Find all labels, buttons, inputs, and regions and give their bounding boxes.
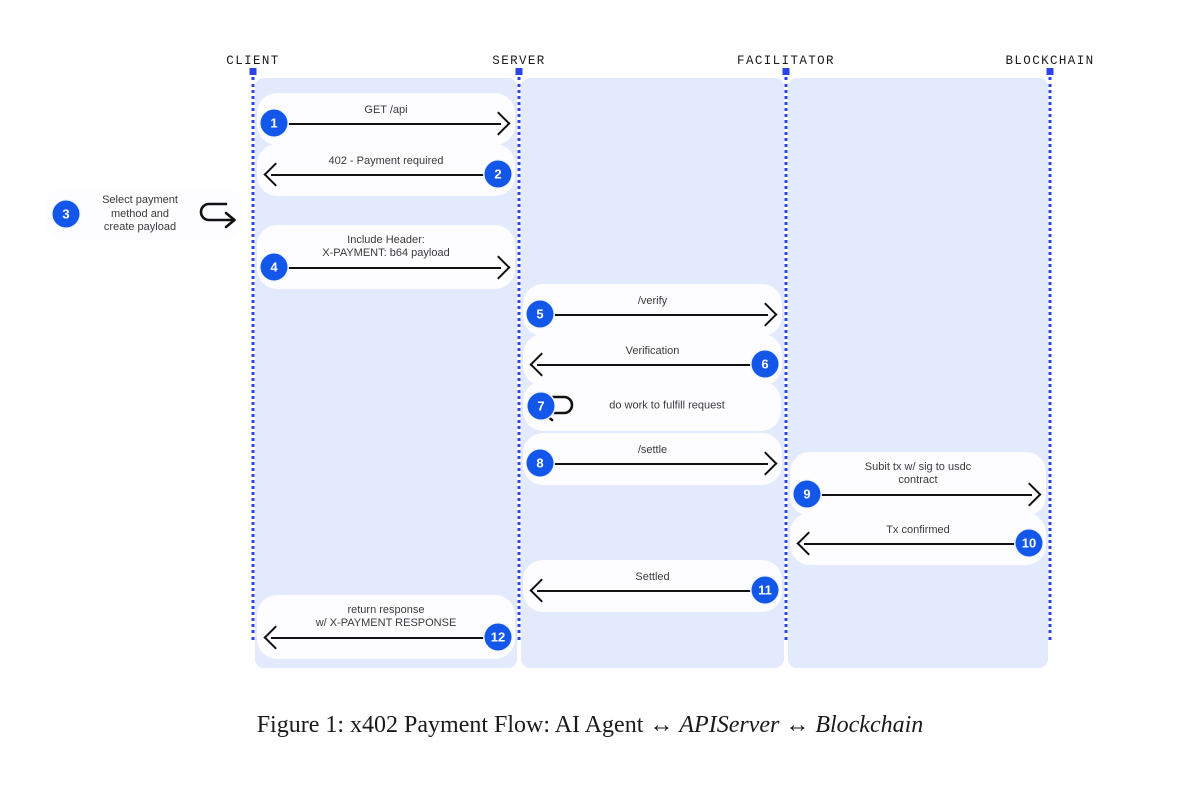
lane-band-facilitator-blockchain <box>788 78 1048 668</box>
caption-arrow-2: ↔ <box>785 712 810 738</box>
message-cloud-10 <box>790 513 1046 565</box>
step-badge-9[interactable]: 9 <box>793 480 821 508</box>
message-label-5: /verify <box>637 295 668 307</box>
message-label-2: 402 - Payment required <box>328 155 444 167</box>
message-label-12: return response w/ X-PAYMENT RESPONSE <box>315 604 457 629</box>
lifeline-facilitator <box>784 77 791 640</box>
message-cloud-5 <box>523 284 782 336</box>
lane-header-facilitator: FACILITATOR <box>737 54 835 68</box>
step-badge-6[interactable]: 6 <box>751 350 779 378</box>
message-label-9: Subit tx w/ sig to usdc contract <box>864 461 972 486</box>
step-badge-4[interactable]: 4 <box>260 253 288 281</box>
message-cloud-12 <box>257 595 515 659</box>
arrow-line-8 <box>537 463 768 465</box>
message-label-1: GET /api <box>364 104 408 116</box>
step-badge-1[interactable]: 1 <box>260 109 288 137</box>
lifeline-head-client <box>249 68 257 75</box>
step-badge-10[interactable]: 10 <box>1015 529 1043 557</box>
message-cloud-6 <box>523 334 782 386</box>
arrow-line-5 <box>537 314 768 316</box>
arrow-line-6 <box>537 364 768 366</box>
lifeline-head-facilitator <box>782 68 790 75</box>
message-cloud-9 <box>790 452 1046 516</box>
arrow-line-1 <box>271 123 501 125</box>
lifeline-head-blockchain <box>1046 68 1054 75</box>
lane-header-client: CLIENT <box>226 54 280 68</box>
step-badge-3[interactable]: 3 <box>52 200 80 228</box>
arrow-line-9 <box>804 494 1032 496</box>
lifeline-client <box>251 77 258 640</box>
self-loop-cloud-7 <box>523 381 781 431</box>
lane-header-server: SERVER <box>492 54 546 68</box>
step-badge-2[interactable]: 2 <box>484 160 512 188</box>
arrow-line-10 <box>804 543 1032 545</box>
loop-arrow-right-icon <box>199 202 236 229</box>
message-label-6: Verification <box>625 345 680 357</box>
caption-apiserver: APIServer <box>679 712 780 738</box>
caption-prefix: Figure 1: x402 Payment Flow: AI Agent <box>256 712 650 738</box>
note-label-3: Select payment method and create payload <box>102 193 178 233</box>
message-cloud-2 <box>257 144 515 196</box>
step-badge-5[interactable]: 5 <box>526 300 554 328</box>
lifeline-blockchain <box>1048 77 1055 640</box>
arrow-line-11 <box>537 590 768 592</box>
step-badge-8[interactable]: 8 <box>526 449 554 477</box>
caption-blockchain: Blockchain <box>815 712 924 738</box>
step-badge-11[interactable]: 11 <box>751 576 779 604</box>
arrow-line-2 <box>271 174 501 176</box>
step-badge-7[interactable]: 7 <box>527 392 555 420</box>
lifeline-server <box>517 77 524 640</box>
message-label-8: /settle <box>637 444 668 456</box>
arrow-line-4 <box>271 267 501 269</box>
message-cloud-1 <box>257 93 515 145</box>
message-label-4: Include Header: X-PAYMENT: b64 payload <box>322 234 450 259</box>
message-cloud-4 <box>257 225 515 289</box>
message-cloud-8 <box>523 433 782 485</box>
self-loop-label-7: do work to fulfill request <box>609 399 725 412</box>
message-cloud-11 <box>523 560 782 612</box>
caption-arrow-1: ↔ <box>649 712 674 738</box>
arrow-line-12 <box>271 637 501 639</box>
lifeline-head-server <box>515 68 523 75</box>
step-badge-12[interactable]: 12 <box>484 623 512 651</box>
message-label-10: Tx confirmed <box>886 524 950 536</box>
lane-header-blockchain: BLOCKCHAIN <box>1005 54 1095 68</box>
figure-caption: Figure 1: x402 Payment Flow: AI Agent ↔ … <box>0 712 1180 739</box>
message-label-11: Settled <box>635 571 670 583</box>
